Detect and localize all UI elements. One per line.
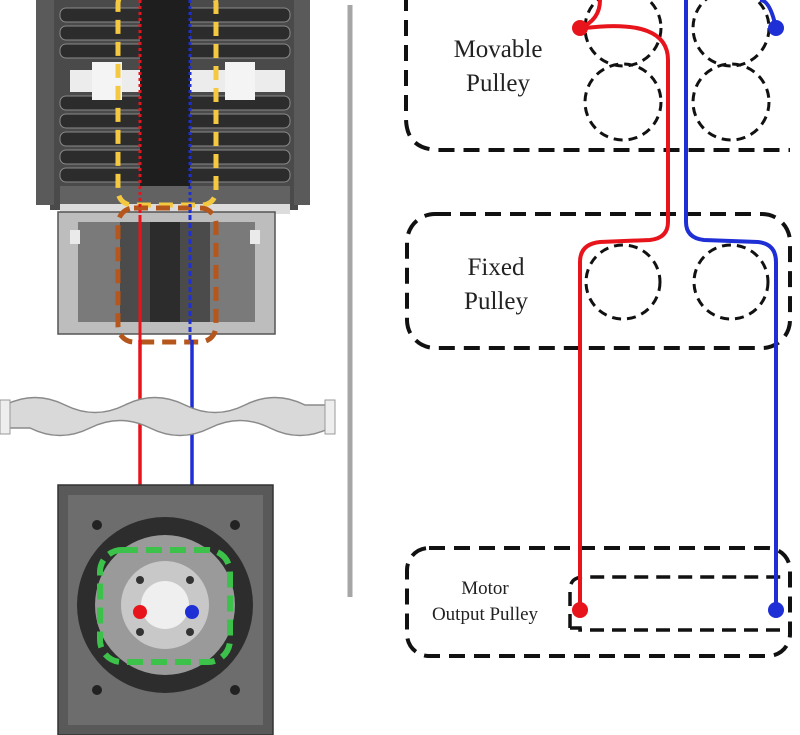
motor-label-line2: Output Pulley — [432, 604, 539, 625]
schematic: Movable Pulley Fixed Pulley Motor Output… — [404, 0, 792, 658]
fixed-pulley-group: Fixed Pulley — [405, 212, 792, 350]
movable-label-line1: Movable — [454, 36, 543, 63]
motor-label-line1: Motor — [461, 578, 509, 599]
motor-module — [57, 484, 274, 735]
motor-output-pulley-group: Motor Output Pulley — [405, 546, 792, 658]
blue-bottom-dot-icon — [768, 602, 784, 618]
blue-anchor-dot-icon — [185, 605, 199, 619]
red-top-dot-icon — [572, 20, 588, 36]
fixed-label-line1: Fixed — [468, 254, 525, 281]
red-cable-path — [578, 24, 670, 610]
blue-top-dot-icon — [768, 20, 784, 36]
movable-label-line2: Pulley — [466, 70, 530, 97]
blue-cable-path — [684, 0, 778, 610]
mechanism-render — [0, 0, 336, 735]
fixed-label-line2: Pulley — [464, 288, 528, 315]
movable-pulley-highlight — [115, 0, 219, 208]
fixed-pulley-highlight — [115, 205, 219, 345]
wavy-break-icon — [0, 396, 336, 437]
motor-pulley-highlight — [97, 547, 233, 665]
movable-pulley-group: Movable Pulley — [404, 0, 790, 152]
red-anchor-dot-icon — [133, 605, 147, 619]
upper-module — [36, 0, 310, 214]
middle-housing — [57, 211, 276, 335]
red-bottom-dot-icon — [572, 602, 588, 618]
